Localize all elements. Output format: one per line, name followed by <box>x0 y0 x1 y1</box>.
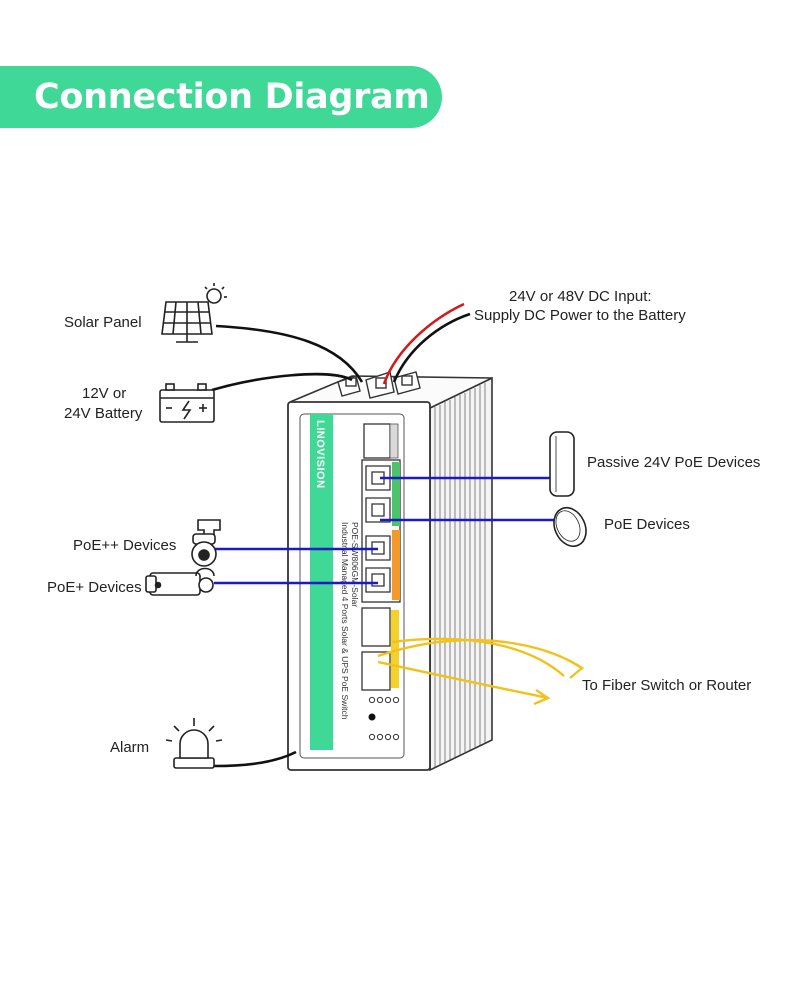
ptz-camera-icon <box>191 519 221 567</box>
status-indicators <box>368 696 400 741</box>
poe-device-icon <box>553 506 587 548</box>
fiber-links <box>377 637 585 706</box>
label-dc-input-line2: Supply DC Power to the Battery <box>474 307 686 324</box>
solar-panel-cable <box>215 324 364 383</box>
label-poe-pp-devices: PoE++ Devices <box>73 537 176 554</box>
brand-logo-text: LINOVISION <box>314 420 326 489</box>
page-title: Connection Diagram <box>34 77 430 117</box>
label-fiber: To Fiber Switch or Router <box>582 677 751 694</box>
reset-button <box>368 713 376 721</box>
switch-heatsink <box>429 376 493 772</box>
alarm-cable <box>213 750 297 768</box>
dc-input-cables <box>382 302 471 385</box>
solar-panel-icon <box>161 283 227 343</box>
poe-port-block <box>361 459 401 603</box>
label-passive-poe: Passive 24V PoE Devices <box>587 454 760 471</box>
label-alarm: Alarm <box>110 739 149 756</box>
device-name-text: Industrial Managed 4 Ports Solar & UPS P… <box>340 522 350 720</box>
label-battery-line2: 24V Battery <box>64 405 143 422</box>
console-port <box>363 423 391 459</box>
label-poe-plus-devices: PoE+ Devices <box>47 579 142 596</box>
label-solar-panel: Solar Panel <box>64 314 142 331</box>
label-dc-input-line1: 24V or 48V DC Input: <box>509 288 652 305</box>
device-model-text: POE-SW806GM-Solar <box>350 522 360 607</box>
bullet-camera-icon <box>145 567 215 596</box>
label-battery-line1: 12V or <box>82 385 126 402</box>
battery-cable <box>211 372 353 392</box>
label-poe-devices: PoE Devices <box>604 516 690 533</box>
poe-switch: LINOVISION Industrial Managed 4 Ports So… <box>287 371 493 772</box>
battery-icon <box>159 383 215 423</box>
alarm-beacon-icon <box>165 718 223 769</box>
title-banner: Connection Diagram <box>0 66 442 128</box>
sfp-port-block <box>361 607 399 691</box>
passive-poe-device-icon <box>549 431 575 497</box>
